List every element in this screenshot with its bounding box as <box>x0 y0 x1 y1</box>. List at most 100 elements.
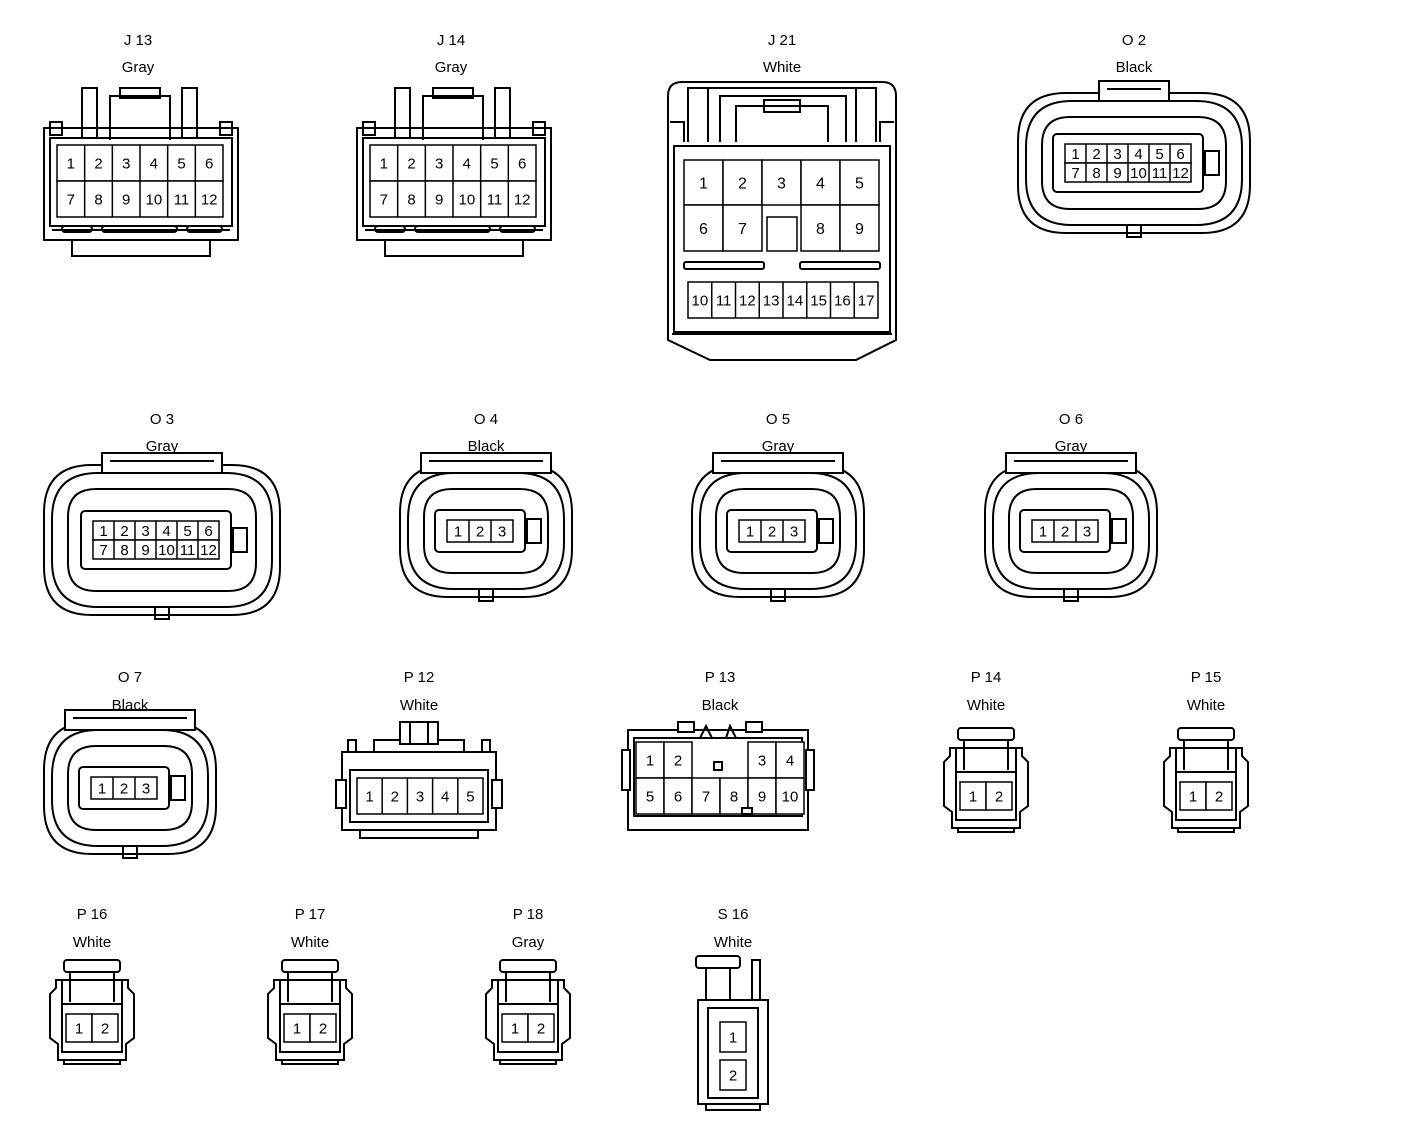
pin-number: 7 <box>1071 165 1079 182</box>
connector-color: White <box>967 697 1005 714</box>
housing-detail <box>677 721 695 733</box>
housing-detail <box>1098 80 1170 102</box>
pin-number: 1 <box>729 1029 737 1046</box>
pin-row <box>738 519 806 543</box>
housing-detail <box>719 95 847 142</box>
pin-number: 6 <box>205 155 213 172</box>
housing-detail <box>409 722 429 744</box>
housing-detail <box>1177 727 1235 741</box>
housing-detail <box>707 1007 759 1099</box>
connector-code: O 4 <box>474 411 498 428</box>
pin-number: 3 <box>141 523 149 540</box>
housing-detail <box>770 589 786 602</box>
pin-number: 8 <box>816 221 825 238</box>
housing-detail <box>805 749 815 791</box>
pin-number: 5 <box>855 175 864 192</box>
pin-number: 6 <box>1176 146 1184 163</box>
housing-detail <box>957 828 1015 833</box>
pin-cell <box>985 781 1013 811</box>
connector-code: P 18 <box>513 906 544 923</box>
pin-number: 3 <box>435 155 443 172</box>
housing-detail <box>80 510 232 570</box>
housing-detail <box>799 261 881 270</box>
housing-detail <box>491 779 503 809</box>
pin-cell <box>800 204 841 252</box>
housing-detail <box>1008 488 1134 574</box>
pin-number: 2 <box>407 155 415 172</box>
housing-detail <box>532 121 546 136</box>
pin-number: 2 <box>101 1020 109 1037</box>
connector-code: P 15 <box>1191 669 1222 686</box>
housing-detail <box>186 225 223 233</box>
housing-detail <box>1041 116 1227 210</box>
housing-detail <box>423 488 549 574</box>
pin-number: 2 <box>94 155 102 172</box>
pin-number: 2 <box>476 523 484 540</box>
housing-detail <box>101 225 178 233</box>
housing-detail <box>67 745 193 831</box>
connector-code: P 12 <box>404 669 435 686</box>
pin-cell <box>747 741 777 779</box>
connector-color: White <box>1187 697 1225 714</box>
housing-detail <box>741 807 753 815</box>
pin-number: 3 <box>790 523 798 540</box>
pin-number: 11 <box>174 191 190 208</box>
connector-code: O 6 <box>1059 411 1083 428</box>
housing-detail <box>359 830 479 839</box>
pin-number: 8 <box>120 542 128 559</box>
pin-number: 1 <box>1071 146 1079 163</box>
connector-color: Gray <box>435 59 468 76</box>
housing-detail <box>1175 748 1237 772</box>
housing-detail <box>1111 518 1127 544</box>
connector-color: White <box>73 934 111 951</box>
housing-detail <box>279 1003 341 1053</box>
pin-number: 1 <box>511 1020 519 1037</box>
pin-number: 2 <box>120 780 128 797</box>
pin-number: 11 <box>180 542 196 559</box>
pin-number: 1 <box>746 523 754 540</box>
housing-detail <box>119 87 161 99</box>
pin-number: 5 <box>490 155 498 172</box>
housing-detail <box>494 87 511 138</box>
pin-number: 2 <box>1092 146 1100 163</box>
connector-color: White <box>291 934 329 951</box>
connector-color: Gray <box>762 438 795 455</box>
pin-number: 9 <box>1113 165 1121 182</box>
housing-detail <box>101 452 223 474</box>
housing-detail <box>687 87 877 142</box>
connector-color: Black <box>1116 59 1153 76</box>
pin-number: 13 <box>763 292 780 309</box>
housing-detail <box>434 509 526 553</box>
pin-number: 6 <box>518 155 526 172</box>
pin-number: 12 <box>739 292 756 309</box>
housing-detail <box>69 972 115 1002</box>
pin-number: 3 <box>416 788 424 805</box>
pin-number: 1 <box>75 1020 83 1037</box>
housing-detail <box>181 87 198 138</box>
housing-detail <box>670 121 894 142</box>
pin-number: 15 <box>810 292 827 309</box>
pin-number: 16 <box>834 292 851 309</box>
pin-number: 2 <box>537 1020 545 1037</box>
housing-detail <box>78 766 170 810</box>
housing-detail <box>71 240 211 257</box>
pin-number: 2 <box>120 523 128 540</box>
connector-code: O 3 <box>150 411 174 428</box>
pin-number: 4 <box>816 175 825 192</box>
connector-code: S 16 <box>718 906 749 923</box>
pin-number: 4 <box>1134 146 1142 163</box>
housing-detail <box>745 721 763 733</box>
pin-number: 3 <box>777 175 786 192</box>
pin-number: 1 <box>454 523 462 540</box>
